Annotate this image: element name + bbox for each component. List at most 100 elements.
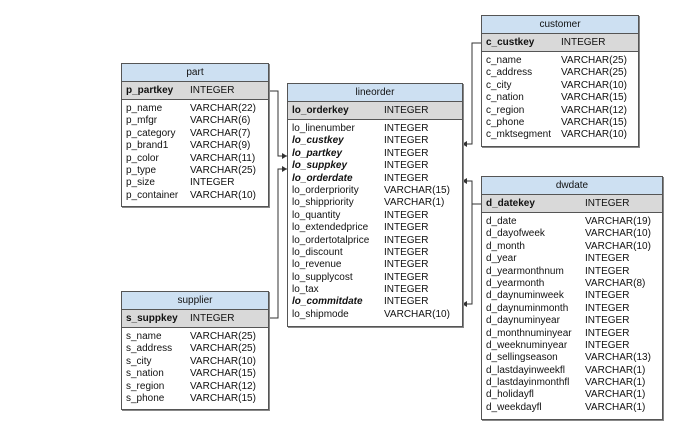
- column-name: d_monthnuminyear: [486, 327, 572, 339]
- primary-key-row: lo_orderkey INTEGER: [288, 102, 462, 120]
- column-type: VARCHAR(25): [190, 164, 256, 176]
- column-row: d_dayofweek VARCHAR(10): [482, 228, 662, 240]
- column-type: INTEGER: [585, 253, 630, 265]
- column-type: INTEGER: [384, 234, 429, 246]
- column-name: c_region: [486, 104, 525, 116]
- column-name: lo_commitdate: [292, 296, 363, 308]
- column-name: d_year: [486, 253, 517, 265]
- primary-key-row: p_partkey INTEGER: [122, 82, 268, 100]
- column-name: c_city: [486, 79, 512, 91]
- column-name: c_address: [486, 67, 533, 79]
- column-type: VARCHAR(10): [561, 79, 627, 91]
- column-type: VARCHAR(6): [190, 115, 251, 127]
- column-type: INTEGER: [384, 259, 429, 271]
- table-title: lineorder: [288, 84, 462, 102]
- column-type: INTEGER: [384, 246, 429, 258]
- table-title: part: [122, 64, 268, 82]
- column-type: VARCHAR(1): [585, 377, 646, 389]
- column-type: VARCHAR(1): [585, 401, 646, 413]
- column-name: c_nation: [486, 92, 524, 104]
- column-name: lo_linenumber: [292, 123, 355, 134]
- column-row: c_name VARCHAR(25): [482, 55, 638, 67]
- column-row: d_sellingseason VARCHAR(13): [482, 352, 662, 364]
- pk-type: INTEGER: [585, 198, 630, 209]
- column-type: VARCHAR(7): [190, 127, 251, 139]
- column-name: s_address: [126, 343, 173, 355]
- column-row: s_address VARCHAR(25): [122, 343, 268, 355]
- column-name: lo_orderdate: [292, 172, 353, 184]
- column-name: d_weeknuminyear: [486, 339, 568, 351]
- column-type: VARCHAR(12): [190, 380, 256, 392]
- pk-name: lo_orderkey: [292, 105, 349, 116]
- column-name: s_city: [126, 355, 152, 367]
- column-type: INTEGER: [585, 315, 630, 327]
- column-name: d_daynuminweek: [486, 290, 564, 302]
- pk-type: INTEGER: [190, 313, 235, 324]
- column-name: s_name: [126, 331, 162, 342]
- table-title: customer: [482, 16, 638, 34]
- column-name: lo_quantity: [292, 209, 341, 221]
- column-name: s_region: [126, 380, 165, 392]
- column-type: INTEGER: [384, 172, 429, 184]
- pk-name: p_partkey: [126, 85, 174, 96]
- column-type: VARCHAR(8): [585, 277, 646, 289]
- column-type: INTEGER: [585, 339, 630, 351]
- column-name: p_mfgr: [126, 115, 158, 127]
- column-row: d_daynuminyear INTEGER: [482, 315, 662, 327]
- column-name: lo_custkey: [292, 135, 344, 147]
- column-name: d_sellingseason: [486, 352, 558, 364]
- column-name: lo_partkey: [292, 147, 343, 159]
- column-name: d_holidayfl: [486, 389, 534, 401]
- column-type: VARCHAR(9): [190, 140, 251, 152]
- column-name: lo_tax: [292, 284, 319, 296]
- column-name: d_daynuminyear: [486, 315, 560, 327]
- column-name: s_phone: [126, 392, 165, 404]
- column-name: c_name: [486, 55, 522, 66]
- connector-supplier-lineorder: [268, 168, 287, 319]
- column-name: p_size: [126, 177, 155, 189]
- table-title: supplier: [122, 292, 268, 310]
- column-type: INTEGER: [384, 147, 429, 159]
- column-type: VARCHAR(25): [190, 331, 256, 342]
- column-type: VARCHAR(25): [561, 55, 627, 66]
- column-name: d_lastdayinweekfl: [486, 364, 565, 376]
- column-type: INTEGER: [384, 209, 429, 221]
- column-type: VARCHAR(13): [585, 352, 651, 364]
- pk-type: INTEGER: [384, 105, 429, 116]
- column-name: p_color: [126, 152, 159, 164]
- connector-lineorder-dwdate-commitdate: [462, 204, 473, 305]
- column-name: p_container: [126, 189, 179, 201]
- column-type: VARCHAR(10): [585, 228, 651, 240]
- pk-type: INTEGER: [190, 85, 235, 96]
- primary-key-row: s_suppkey INTEGER: [122, 310, 268, 328]
- column-type: VARCHAR(25): [190, 343, 256, 355]
- column-type: VARCHAR(19): [585, 216, 651, 227]
- column-type: INTEGER: [585, 302, 630, 314]
- column-name: p_brand1: [126, 140, 169, 152]
- column-name: s_nation: [126, 368, 164, 380]
- column-name: c_mktsegment: [486, 129, 552, 141]
- arrowhead-orderdate: [462, 178, 467, 184]
- table-title: dwdate: [482, 177, 662, 195]
- column-name: d_dayofweek: [486, 228, 545, 240]
- pk-name: d_datekey: [486, 198, 535, 209]
- arrowhead-commitdate: [462, 301, 467, 307]
